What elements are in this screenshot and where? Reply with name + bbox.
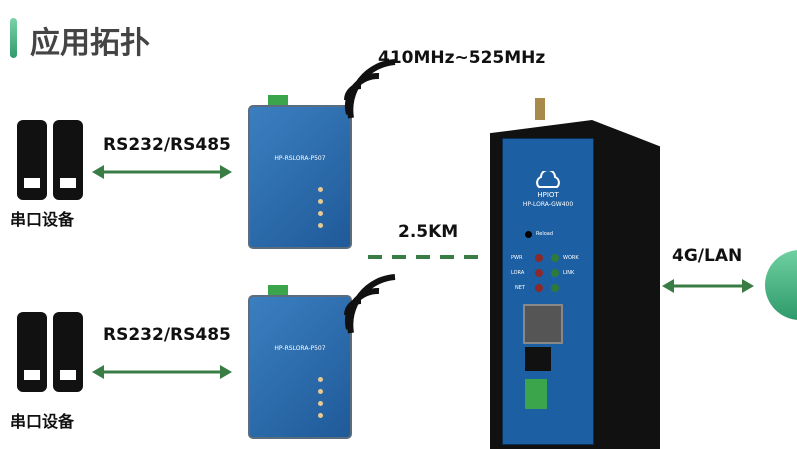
power-terminal — [525, 379, 547, 409]
lora-node-2: HP-RSLORA-P507 — [248, 295, 352, 439]
double-arrow — [662, 279, 754, 293]
link-label: RS232/RS485 — [103, 135, 231, 155]
led-label: LINK — [563, 270, 575, 276]
led-label: LORA — [511, 270, 525, 276]
node-model: HP-RSLORA-P507 — [274, 155, 326, 162]
led-label: NET — [515, 285, 525, 291]
node-model: HP-RSLORA-P507 — [274, 345, 326, 352]
frequency-label: 410MHz~525MHz — [378, 48, 546, 68]
serial-device-icon — [17, 120, 83, 200]
led-label: WORK — [563, 255, 579, 261]
page-title: 应用拓扑 — [30, 26, 150, 61]
power-jack — [525, 347, 551, 371]
wireless-link-dashed-line — [368, 255, 483, 259]
serial-device-icon — [17, 312, 83, 392]
gateway-model: HP-LORA-GW400 — [522, 201, 574, 208]
cloud-server-icon — [765, 250, 797, 320]
reload-button — [525, 231, 532, 238]
hpiot-logo-icon — [536, 171, 560, 188]
link-label: RS232/RS485 — [103, 325, 231, 345]
double-arrow — [92, 365, 232, 379]
uplink-label: 4G/LAN — [672, 246, 743, 266]
gateway-front-panel: HPIOT HP-LORA-GW400 Reload PWR WORK LORA… — [502, 138, 594, 445]
ethernet-port — [523, 304, 563, 344]
reload-label: Reload — [536, 231, 554, 237]
lora-node-1: HP-RSLORA-P507 — [248, 105, 352, 249]
double-arrow — [92, 165, 232, 179]
title-accent-bar — [10, 18, 17, 58]
serial-device-label: 串口设备 — [10, 412, 75, 431]
wireless-signal-icon — [344, 274, 396, 334]
distance-label: 2.5KM — [398, 222, 459, 242]
gateway-brand: HPIOT — [537, 191, 559, 199]
led-label: PWR — [511, 255, 523, 261]
wireless-signal-icon — [344, 59, 396, 119]
antenna-connector — [535, 98, 545, 120]
terminal-block — [268, 285, 288, 297]
terminal-block — [268, 95, 288, 107]
serial-device-label: 串口设备 — [10, 210, 75, 229]
